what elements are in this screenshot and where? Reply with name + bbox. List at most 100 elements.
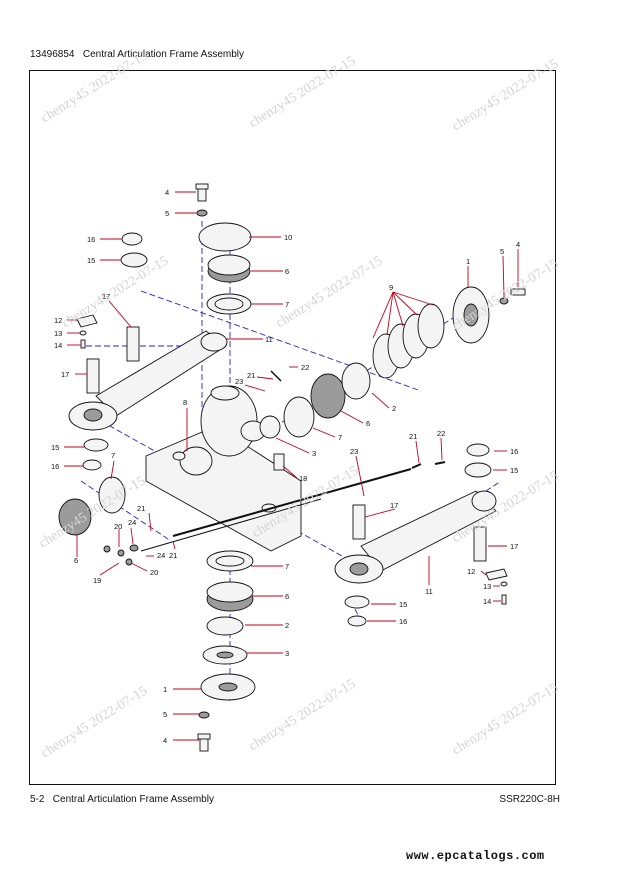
- callout-20: 20: [150, 568, 158, 577]
- spacer-3-bottom-hole: [216, 651, 234, 659]
- page-footer: 5-2 Central Articulation Frame Assembly: [30, 794, 214, 805]
- seal-15-right: [464, 462, 492, 478]
- callout-12: 12: [54, 316, 62, 325]
- washer-5-top: [196, 209, 208, 217]
- nipple-20: [125, 558, 133, 566]
- callout-7: 7: [285, 562, 289, 571]
- left-cylinder-eye: [200, 332, 228, 352]
- callout-17: 17: [61, 370, 69, 379]
- bearing-6-side: [310, 373, 346, 419]
- callout-4: 4: [516, 240, 520, 249]
- callout-5: 5: [163, 710, 167, 719]
- callout-23: 23: [350, 447, 358, 456]
- callout-2: 2: [285, 621, 289, 630]
- plate-12-left: [76, 314, 98, 328]
- left-rod-end-hole: [83, 408, 103, 422]
- callout-5: 5: [165, 209, 169, 218]
- right-cylinder-assembly: [334, 443, 508, 627]
- flange-1-side-hole: [463, 303, 479, 327]
- callout-15: 15: [399, 600, 407, 609]
- callout-5: 5: [500, 247, 504, 256]
- pin-17-left-upper: [126, 326, 140, 362]
- part-number: 13496854: [30, 49, 75, 60]
- pin-17-right-upper: [352, 504, 366, 540]
- tube-23-lower-b: [140, 498, 322, 552]
- callout-4: 4: [163, 736, 167, 745]
- callout-11: 11: [265, 335, 273, 344]
- callout-10: 10: [284, 233, 292, 242]
- washer-13-left: [79, 330, 87, 336]
- page-title: Central Articulation Frame Assembly: [82, 49, 245, 60]
- bolt-head-top: [195, 183, 209, 190]
- washer-5-side: [499, 297, 509, 305]
- callout-2: 2: [392, 404, 396, 413]
- bottom-stack: [197, 550, 256, 752]
- callout-3: 3: [285, 649, 289, 658]
- callout-16: 16: [510, 447, 518, 456]
- pin-17-left-lower: [86, 358, 100, 394]
- footer-title: Central Articulation Frame Assembly: [52, 794, 214, 805]
- bolt-14-left: [80, 339, 86, 349]
- callout-17: 17: [102, 292, 110, 301]
- seal-16-left: [82, 459, 102, 471]
- spacer-3-side: [259, 415, 281, 439]
- callout-6: 6: [285, 267, 289, 276]
- callout-7: 7: [111, 451, 115, 460]
- callout-21: 21: [137, 504, 145, 513]
- fitting-24: [129, 544, 139, 552]
- cap-plate-10: [198, 222, 252, 252]
- seal-15-left: [83, 438, 109, 452]
- page-number: 5-2: [30, 794, 45, 805]
- left-cylinder-assembly: [68, 314, 228, 471]
- callout-15: 15: [87, 256, 95, 265]
- right-rod-end-hole: [349, 562, 369, 576]
- ring-7-side: [283, 396, 315, 438]
- callout-17: 17: [390, 501, 398, 510]
- pin-17-right-lower: [473, 526, 487, 562]
- seal-16-right: [466, 443, 490, 457]
- tube-assemblies: [140, 370, 446, 552]
- washer-5-bottom: [198, 711, 210, 719]
- page-header: 13496854 Central Articulation Frame Asse…: [30, 49, 244, 60]
- callout-13: 13: [483, 582, 491, 591]
- callout-20: 20: [114, 522, 122, 531]
- callout-6: 6: [366, 419, 370, 428]
- washer-13-right: [500, 581, 508, 587]
- ring-7-top-inner: [214, 297, 244, 311]
- ring-7-bottom-inner: [215, 555, 245, 567]
- callout-19: 19: [93, 576, 101, 585]
- callout-13: 13: [54, 329, 62, 338]
- central-hub-side: [179, 446, 213, 476]
- callout-1: 1: [466, 257, 470, 266]
- callout-17: 17: [510, 542, 518, 551]
- ring-2-bottom: [206, 616, 244, 636]
- bolt-14-right: [501, 594, 507, 605]
- callout-8: 8: [183, 398, 187, 407]
- fitting-21-right: [411, 463, 422, 469]
- callout-7: 7: [338, 433, 342, 442]
- shim-9-d: [417, 303, 445, 349]
- model-name: SSR220C-8H: [499, 794, 560, 805]
- callout-21: 21: [409, 432, 417, 441]
- tube-23-lower: [172, 468, 412, 537]
- callout-16: 16: [399, 617, 407, 626]
- central-hub-top: [210, 385, 240, 401]
- callout-23: 23: [235, 377, 243, 386]
- callout-6: 6: [74, 556, 78, 565]
- callout-12: 12: [467, 567, 475, 576]
- nipple-19-a: [103, 545, 111, 553]
- callout-24: 24: [157, 551, 165, 560]
- callout-15: 15: [510, 466, 518, 475]
- callout-21: 21: [247, 371, 255, 380]
- shim-stack-9: [372, 286, 526, 379]
- plate-12-right: [485, 568, 508, 581]
- flange-1-bottom-hole: [218, 682, 238, 692]
- callout-14: 14: [54, 341, 62, 350]
- seal-16-bottom: [347, 615, 367, 627]
- lower-left-hardware: [103, 544, 139, 566]
- seal-15-bottom: [344, 595, 370, 609]
- website-link[interactable]: www.epcatalogs.com: [406, 849, 545, 863]
- callout-18: 18: [299, 474, 307, 483]
- callout-24: 24: [128, 518, 136, 527]
- bearing-6-top-face: [207, 254, 251, 276]
